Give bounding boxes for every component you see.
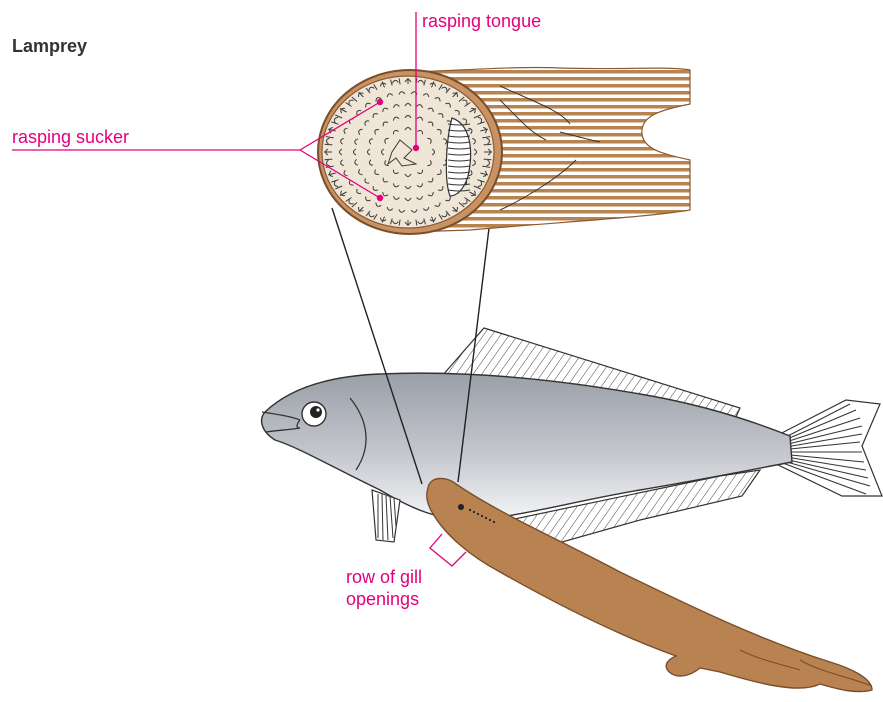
fish-eye [302,402,326,426]
sucker-rim-hair [325,159,333,160]
label-rasping-tongue: rasping tongue [422,10,541,32]
lamprey-eye [458,504,464,510]
fish [262,328,882,548]
sucker-rim-hair [325,144,333,145]
label-gill-line1: row of gill [346,566,422,588]
sucker-rim-hair [484,159,492,160]
label-rasping-sucker: rasping sucker [12,126,129,148]
diagram-title: Lamprey [12,36,87,57]
sucker-rim-hair [484,144,492,145]
label-gill-openings: row of gill openings [346,566,422,610]
label-gill-line2: openings [346,588,422,610]
